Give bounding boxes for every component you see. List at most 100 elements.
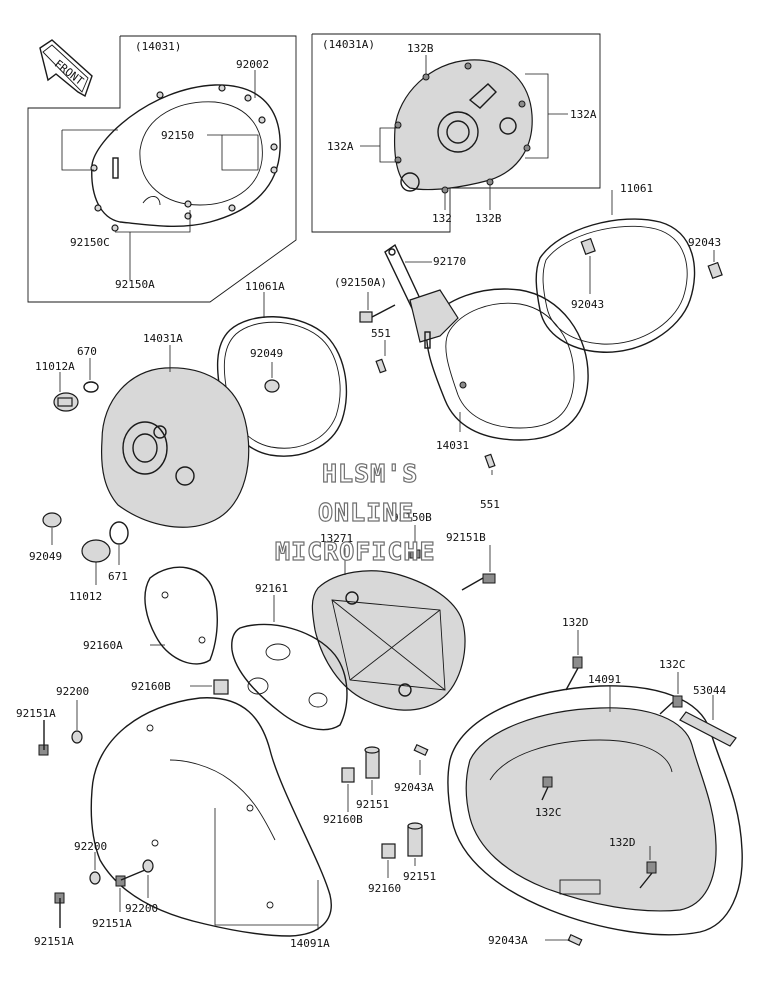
label-92170: 92170 xyxy=(433,255,466,268)
oring-671: 671 xyxy=(108,521,129,583)
label-92160b-top: 92160B xyxy=(131,680,171,693)
bolt-132c-mid: 132C xyxy=(535,776,562,819)
label-14091: 14091 xyxy=(588,673,621,686)
label-132a-left: 132A xyxy=(327,140,354,153)
label-132c-mid: 132C xyxy=(535,806,562,819)
pin-92043a-top: 92043A xyxy=(394,743,434,794)
label-13271: 13271 xyxy=(320,532,353,545)
bolt-132d-top: 132D xyxy=(562,616,589,691)
label-92150b: 92150B xyxy=(392,511,432,524)
cover-14091: 14091 xyxy=(447,673,743,936)
label-132c-top: 132C xyxy=(659,658,686,671)
label-92043-mid: 92043 xyxy=(571,298,604,311)
bolt-92150b: 92150B xyxy=(392,511,432,559)
label-132b-top: 132B xyxy=(407,42,434,55)
label-92200-a: 92200 xyxy=(56,685,89,698)
pin-551-top: 551 xyxy=(371,327,391,374)
label-92150: 92150 xyxy=(161,129,194,142)
label-92002: 92002 xyxy=(236,58,269,71)
collar-92151-bottom: 92151 xyxy=(403,822,436,883)
inset-14031a-title: (14031A) xyxy=(322,38,375,51)
plate-13271: 13271 xyxy=(311,532,466,711)
front-arrow-icon: FRONT xyxy=(39,39,93,98)
label-132a-right: 132A xyxy=(570,108,597,121)
inset-14031a: (14031A) 132B 132A 132A 132 132B xyxy=(311,33,601,233)
gasket-11061: 11061 xyxy=(535,182,696,353)
watermark: HLSM'S ONLINE MICROFICHE xyxy=(274,458,436,566)
label-132: 132 xyxy=(432,212,452,225)
pin-551-bottom: 551 xyxy=(480,453,500,511)
label-92150a-paren: (92150A) xyxy=(334,276,387,289)
seal-92049-top: 92049 xyxy=(250,347,283,393)
watermark-line3: MICROFICHE xyxy=(275,537,436,566)
label-92151a-c: 92151A xyxy=(34,935,74,948)
label-11061: 11061 xyxy=(620,182,653,195)
label-92151a-a: 92151A xyxy=(16,707,56,720)
label-92200-b: 92200 xyxy=(74,840,107,853)
label-14031a: 14031A xyxy=(143,332,183,345)
label-11012: 11012 xyxy=(69,590,102,603)
label-92150c: 92150C xyxy=(70,236,110,249)
cover-14031a: 14031A xyxy=(100,332,250,528)
front-arrow-label: FRONT xyxy=(52,57,86,88)
label-92160b-mid: 92160B xyxy=(323,813,363,826)
label-92049-bottom: 92049 xyxy=(29,550,62,563)
label-92200-c: 92200 xyxy=(125,902,158,915)
insulator-92161: 92161 xyxy=(231,582,348,731)
collar-92151-top: 92151 xyxy=(356,746,389,811)
oring-670: 670 xyxy=(77,345,99,393)
pin-92043a-bottom: 92043A xyxy=(488,933,583,947)
bolt-132d-bottom: 132D xyxy=(609,836,657,889)
plug-11012a: 11012A xyxy=(35,360,79,412)
bolt-holes xyxy=(90,84,278,232)
label-11012a: 11012A xyxy=(35,360,75,373)
grommet-92160: 92160 xyxy=(368,843,401,895)
label-14091a: 14091A xyxy=(290,937,330,950)
label-53044: 53044 xyxy=(693,684,726,697)
bolt-132c-top: 132C xyxy=(659,658,686,715)
insulator-92160a: 92160A xyxy=(83,566,218,665)
bolt-92151a-b: 92151A xyxy=(92,869,146,930)
label-92043a-bottom: 92043A xyxy=(488,934,528,947)
label-670: 670 xyxy=(77,345,97,358)
inset-14031: (14031) 92002 92150 92150C 921 xyxy=(27,35,297,303)
label-92043a-top: 92043A xyxy=(394,781,434,794)
washer-92200-c: 92200 xyxy=(125,859,158,915)
grommet-92160b-top: 92160B xyxy=(131,679,229,695)
washer-92200-a: 92200 xyxy=(56,685,89,744)
bolt-92151b: 92151B xyxy=(446,531,496,591)
label-671: 671 xyxy=(108,570,128,583)
label-11061a: 11061A xyxy=(245,280,285,293)
cover-14091a: 14091A xyxy=(90,697,332,950)
inset-14031-title: (14031) xyxy=(135,40,181,53)
bolt-92150a: (92150A) xyxy=(334,276,396,323)
watermark-line2: ONLINE xyxy=(318,498,414,527)
label-92151-top: 92151 xyxy=(356,798,389,811)
washer-92200-b: 92200 xyxy=(74,840,107,885)
bolt-92151a-a: 92151A xyxy=(16,707,56,756)
watermark-line1: HLSM'S xyxy=(322,459,418,488)
bolt-92151a-c: 92151A xyxy=(34,892,74,948)
label-551-top: 551 xyxy=(371,327,391,340)
plug-11012: 11012 xyxy=(69,539,111,603)
label-551-bottom: 551 xyxy=(480,498,500,511)
dowel-53044: 53044 xyxy=(679,684,737,747)
label-92150a-top: 92150A xyxy=(115,278,155,291)
label-14031: 14031 xyxy=(436,439,469,452)
label-92151b: 92151B xyxy=(446,531,486,544)
label-92043-right: 92043 xyxy=(688,236,721,249)
cover-14031: 14031 xyxy=(409,288,589,452)
label-132b-bottom: 132B xyxy=(475,212,502,225)
label-92160a: 92160A xyxy=(83,639,123,652)
bolts-132 xyxy=(394,62,531,194)
dowel-92043-right: 92043 xyxy=(688,236,723,280)
label-92161: 92161 xyxy=(255,582,288,595)
dowel-92043-mid: 92043 xyxy=(571,237,604,311)
label-92151a-b: 92151A xyxy=(92,917,132,930)
label-92151-bottom: 92151 xyxy=(403,870,436,883)
gasket-11061a: 11061A xyxy=(216,280,348,457)
label-92049-top: 92049 xyxy=(250,347,283,360)
grommet-92160b-mid: 92160B xyxy=(323,767,363,826)
